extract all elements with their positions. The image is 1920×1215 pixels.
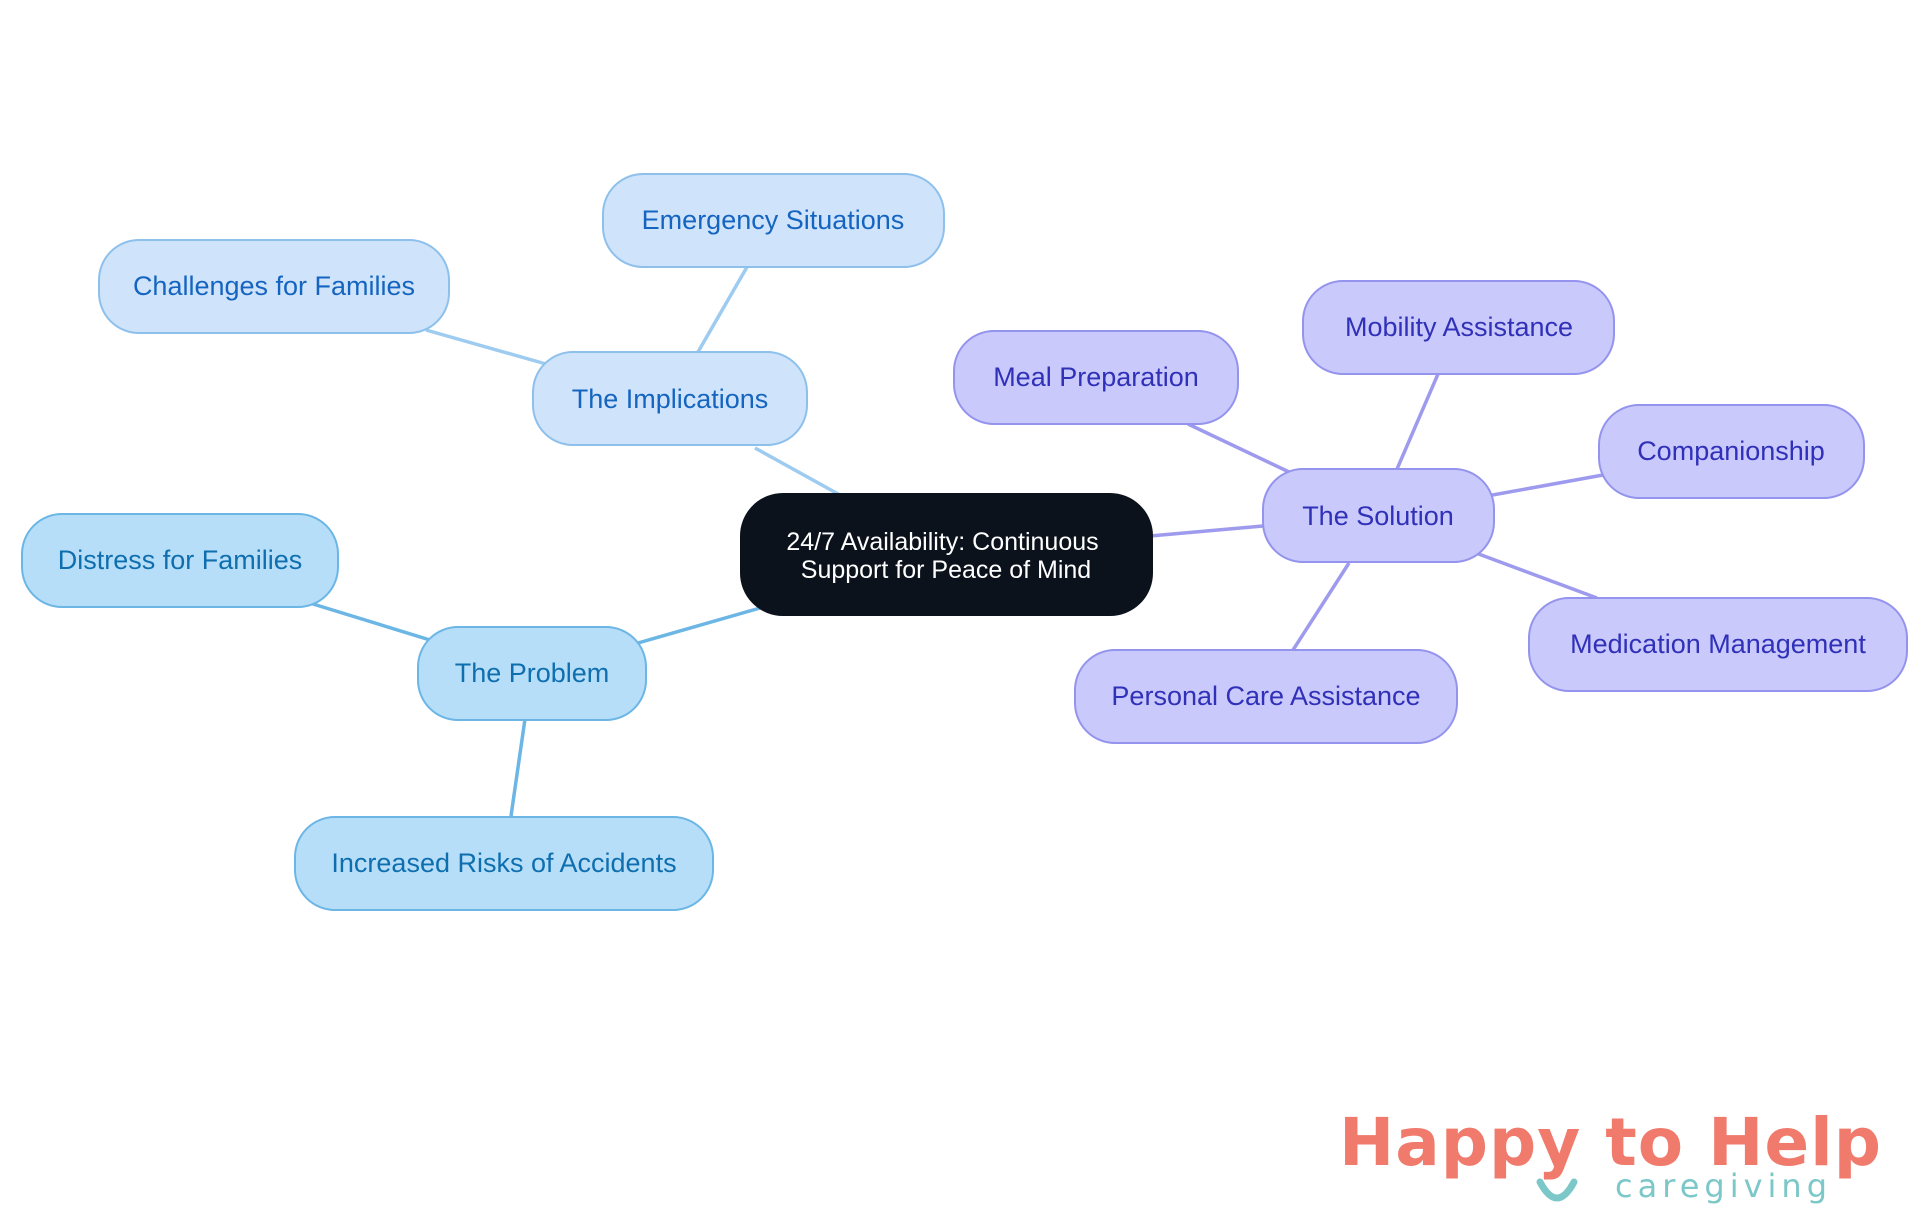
implications-node-shape	[532, 351, 808, 446]
connector-solution-medication	[1475, 551, 1598, 600]
root-node-line-1: 24/7 Availability: Continuous	[786, 528, 1098, 556]
connector-root-solution	[1149, 524, 1264, 538]
connector-solution-companionship	[1486, 473, 1604, 498]
mobility-assistance-node: Mobility Assistance	[1302, 280, 1615, 375]
mobility-assistance-label: Mobility Assistance	[1345, 312, 1573, 342]
root-node-shape	[740, 493, 1153, 616]
distress-for-families-node: Distress for Families	[21, 513, 339, 608]
smile-icon	[1536, 1178, 1578, 1202]
problem-node-label: The Problem	[455, 658, 610, 688]
personal-care-assistance-node: Personal Care Assistance	[1074, 649, 1458, 744]
root-node-label: 24/7 Availability: Continuous Support fo…	[786, 528, 1105, 584]
solution-node-label: The Solution	[1302, 501, 1454, 531]
solution-node-shape	[1262, 468, 1495, 563]
logo-wordmark: Happy to Help	[1339, 1104, 1882, 1181]
meal-preparation-node: Meal Preparation	[953, 330, 1239, 425]
connector-problem-distress	[312, 602, 431, 642]
meal-preparation-label: Meal Preparation	[993, 362, 1199, 392]
increased-risks-of-accidents-node: Increased Risks of Accidents	[294, 816, 714, 911]
connector-problem-risks	[509, 718, 527, 817]
implications-node: The Implications	[532, 351, 808, 446]
logo-tagline: caregiving	[1615, 1167, 1832, 1205]
solution-node: The Solution	[1262, 468, 1495, 563]
connector-root-problem	[637, 606, 761, 645]
increased-risks-of-accidents-shape	[294, 816, 714, 911]
brand-logo: Happy to Help caregiving	[1339, 1104, 1882, 1205]
problem-node: The Problem	[417, 626, 647, 721]
distress-for-families-shape	[21, 513, 339, 608]
distress-for-families-label: Distress for Families	[58, 545, 303, 575]
root-node: 24/7 Availability: Continuous Support fo…	[740, 493, 1153, 616]
connector-root-implications	[754, 446, 841, 497]
personal-care-assistance-shape	[1074, 649, 1458, 744]
mobility-assistance-shape	[1302, 280, 1615, 375]
connector-solution-personal	[1291, 562, 1351, 651]
connector-implications-challenges	[425, 328, 547, 366]
medication-management-node: Medication Management	[1528, 597, 1908, 692]
challenges-for-families-node: Challenges for Families	[98, 239, 450, 334]
personal-care-assistance-label: Personal Care Assistance	[1111, 681, 1420, 711]
problem-node-shape	[417, 626, 647, 721]
challenges-for-families-shape	[98, 239, 450, 334]
emergency-situations-label: Emergency Situations	[642, 205, 905, 235]
emergency-situations-shape	[602, 173, 945, 268]
emergency-situations-node: Emergency Situations	[602, 173, 945, 268]
companionship-node: Companionship	[1598, 404, 1865, 499]
meal-preparation-shape	[953, 330, 1239, 425]
medication-management-label: Medication Management	[1570, 629, 1866, 659]
companionship-label: Companionship	[1637, 436, 1825, 466]
connector-solution-mobility	[1395, 373, 1440, 470]
implications-node-label: The Implications	[572, 384, 769, 414]
companionship-shape	[1598, 404, 1865, 499]
root-node-line-2: Support for Peace of Mind	[801, 556, 1091, 584]
connector-implications-emergency	[696, 266, 749, 353]
medication-management-shape	[1528, 597, 1908, 692]
connector-lines	[312, 266, 1604, 817]
connector-solution-meal	[1187, 422, 1290, 474]
increased-risks-of-accidents-label: Increased Risks of Accidents	[331, 848, 676, 878]
challenges-for-families-label: Challenges for Families	[133, 271, 415, 301]
